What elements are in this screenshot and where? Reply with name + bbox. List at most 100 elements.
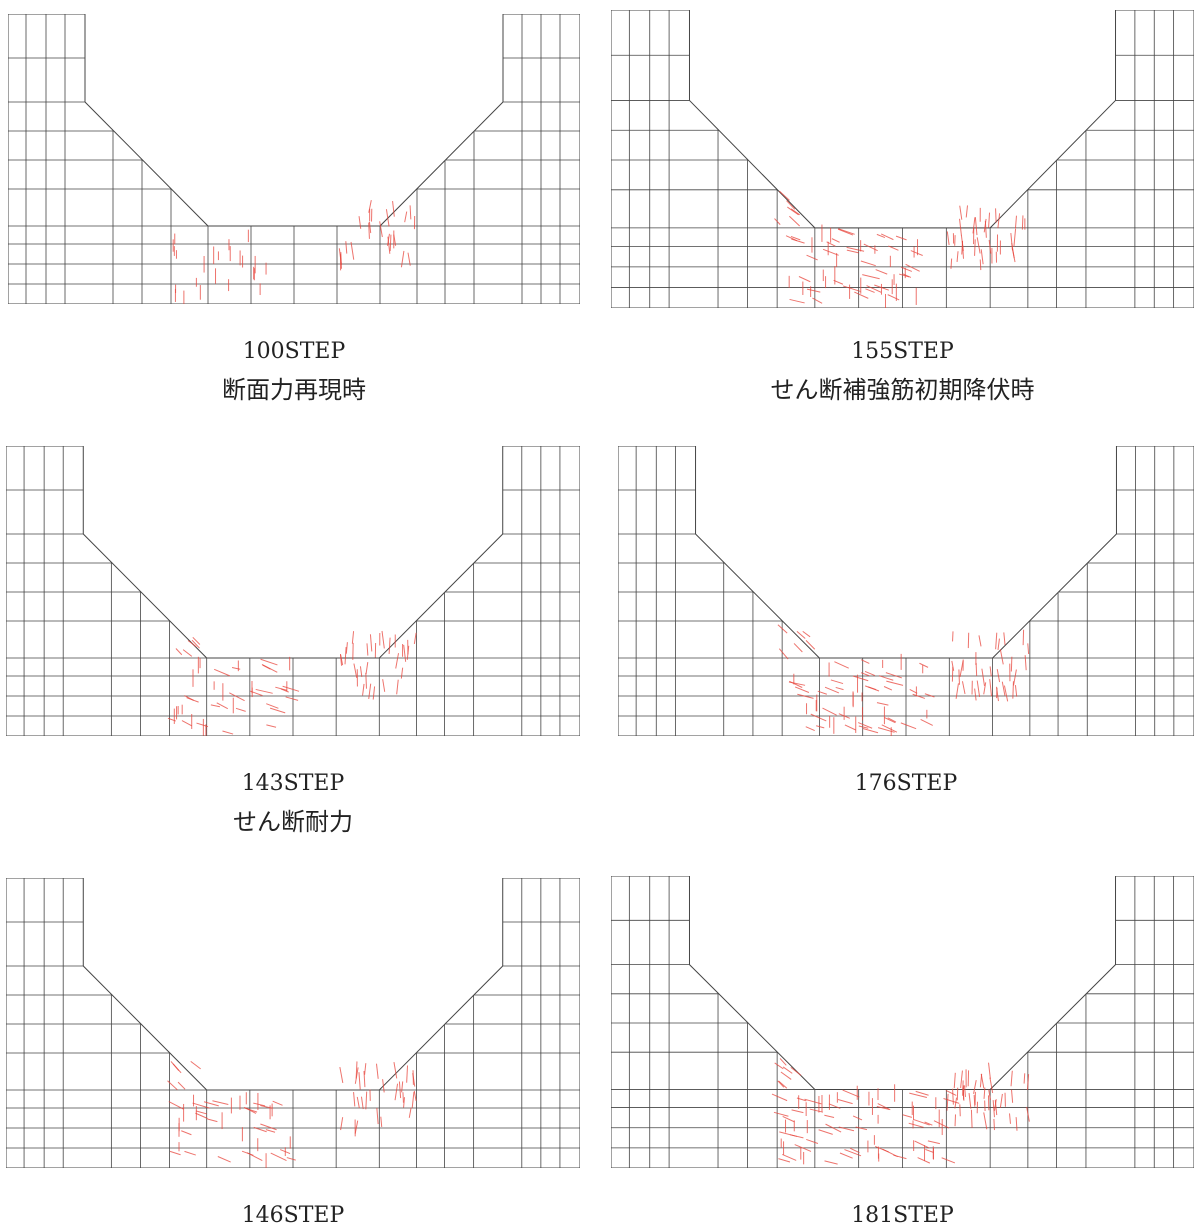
crack-mark xyxy=(280,1149,291,1155)
crack-mark xyxy=(191,639,200,649)
crack-mark xyxy=(952,1088,954,1105)
crack-mark xyxy=(1011,1089,1014,1103)
crack-mark xyxy=(919,662,929,668)
crack-mark xyxy=(408,1107,412,1118)
crack-mark xyxy=(413,632,417,645)
crack-mark xyxy=(353,1092,356,1107)
crack-mark xyxy=(830,679,844,685)
crack-mark xyxy=(375,1063,379,1079)
crack-mark xyxy=(979,1073,983,1088)
crack-mark xyxy=(983,218,987,233)
crack-mark xyxy=(782,1115,795,1123)
mesh-line xyxy=(84,101,209,227)
step-description: 断面力再現時 xyxy=(222,376,366,404)
crack-mark xyxy=(844,724,856,731)
crack-mark xyxy=(862,727,879,734)
crack-pattern xyxy=(167,1060,417,1168)
crack-mark xyxy=(216,702,229,710)
crack-mark xyxy=(187,640,197,648)
crack-mark xyxy=(269,707,286,714)
step-caption: 181STEP xyxy=(611,1202,1194,1230)
crack-mark xyxy=(286,1157,296,1161)
crack-mark xyxy=(999,649,1004,665)
crack-mark xyxy=(190,1060,201,1070)
crack-mark xyxy=(875,269,888,275)
crack-mark xyxy=(1012,681,1014,699)
crack-mark xyxy=(860,672,870,677)
crack-mark xyxy=(401,1081,404,1093)
crack-mark xyxy=(270,1152,287,1162)
crack-mark xyxy=(983,682,987,695)
crack-mark xyxy=(167,717,176,722)
crack-mark xyxy=(1003,685,1009,702)
crack-mark xyxy=(976,237,981,254)
crack-mark xyxy=(360,1096,364,1110)
crack-mark xyxy=(852,1115,863,1121)
crack-pattern xyxy=(774,190,1026,308)
crack-mark xyxy=(909,1092,928,1098)
crack-mark xyxy=(858,722,873,729)
crack-mark xyxy=(835,686,844,691)
mesh-line xyxy=(992,533,1117,659)
crack-mark xyxy=(886,680,904,686)
crack-mark xyxy=(778,648,789,660)
crack-mark xyxy=(266,703,279,709)
crack-mark xyxy=(184,1150,196,1156)
crack-mark xyxy=(344,647,347,665)
crack-mark xyxy=(885,672,903,679)
step-caption: 155STEP せん断補強筋初期降伏時 xyxy=(611,338,1194,404)
crack-mark xyxy=(974,239,976,256)
crack-mark xyxy=(1013,669,1017,686)
crack-pattern xyxy=(771,1058,1030,1165)
crack-mark xyxy=(353,663,358,678)
crack-mark xyxy=(988,1062,991,1079)
crack-mark xyxy=(1009,1113,1011,1124)
crack-mark xyxy=(359,666,363,677)
crack-mark xyxy=(172,1063,182,1074)
crack-mark xyxy=(1015,1117,1018,1131)
crack-mark xyxy=(900,266,913,272)
crack-mark xyxy=(866,285,882,293)
crack-mark xyxy=(817,690,827,695)
crack-mark xyxy=(282,685,300,692)
crack-mark xyxy=(379,221,383,238)
step-description: せん断補強筋初期降伏時 xyxy=(770,376,1035,404)
crack-mark xyxy=(946,1093,949,1111)
crack-mark xyxy=(272,1100,283,1106)
crack-mark xyxy=(881,724,898,733)
crack-mark xyxy=(791,238,805,244)
crack-mark xyxy=(794,1144,812,1152)
crack-mark xyxy=(382,679,386,692)
crack-pattern xyxy=(777,624,1030,736)
crack-mark xyxy=(182,649,193,657)
crack-mark xyxy=(865,288,875,293)
crack-mark xyxy=(196,722,209,728)
crack-mark xyxy=(844,1149,862,1157)
crack-mark xyxy=(340,1117,344,1131)
crack-mark xyxy=(231,667,241,670)
crack-mark xyxy=(365,672,367,689)
fem-mesh-diagram xyxy=(8,14,580,304)
crack-mark xyxy=(192,1102,210,1109)
crack-mark xyxy=(877,1103,890,1110)
crack-mark xyxy=(778,1158,791,1163)
crack-mark xyxy=(925,1148,934,1153)
crack-mark xyxy=(822,248,839,256)
crack-mark xyxy=(779,1058,787,1066)
crack-mark xyxy=(406,645,410,660)
crack-mark xyxy=(779,190,790,201)
crack-mark xyxy=(961,240,964,255)
crack-mark xyxy=(403,1097,405,1108)
crack-mark xyxy=(849,1147,860,1154)
crack-mark xyxy=(863,243,878,252)
step-caption: 143STEP せん断耐力 xyxy=(6,770,580,836)
crack-mark xyxy=(362,683,365,696)
crack-mark xyxy=(339,654,344,666)
crack-mark xyxy=(255,688,273,694)
crack-mark xyxy=(771,1093,788,1102)
mesh-line xyxy=(378,965,504,1091)
crack-mark xyxy=(407,252,411,266)
crack-mark xyxy=(953,1072,956,1089)
mesh-line xyxy=(82,533,208,659)
crack-mark xyxy=(260,1123,277,1131)
